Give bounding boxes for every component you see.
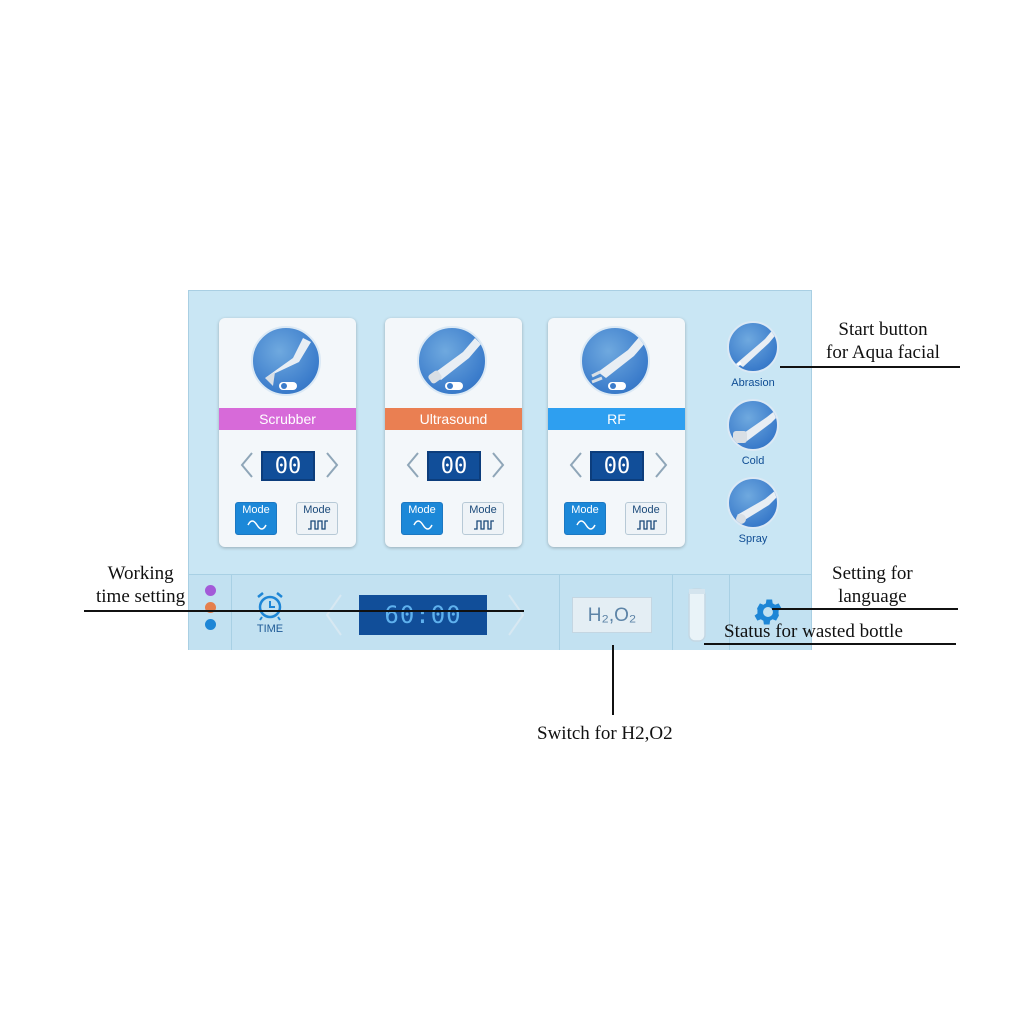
card-label-ultrasound: Ultrasound: [385, 408, 522, 430]
divider: [231, 575, 232, 650]
mode-label: Mode: [408, 504, 436, 516]
abrasion-button[interactable]: Abrasion: [723, 321, 783, 396]
gear-icon[interactable]: [751, 595, 785, 629]
divider: [672, 575, 673, 650]
status-dot-blue: [205, 619, 216, 630]
rf-handpiece-icon: [591, 336, 646, 390]
status-dot-orange: [205, 602, 216, 613]
mode-label: Mode: [303, 504, 331, 516]
rf-level-display: 00: [590, 451, 644, 481]
treatment-card-rf: RF 00 Mode Mode: [548, 318, 685, 547]
mode-wave-button[interactable]: Mode: [401, 502, 443, 535]
ultrasound-handpiece-icon: [428, 338, 481, 390]
mode-wave-button[interactable]: Mode: [235, 502, 277, 535]
annotation-leader-line: [612, 645, 614, 715]
scrubber-handpiece-icon: [265, 338, 311, 390]
decrement-arrow-icon[interactable]: [237, 450, 257, 480]
mode-wave-button[interactable]: Mode: [564, 502, 606, 535]
spray-handpiece-icon: [727, 477, 779, 529]
spray-label: Spray: [738, 533, 768, 545]
increment-arrow-icon[interactable]: [651, 450, 671, 480]
ultrasound-level-display: 00: [427, 451, 481, 481]
waste-bottle-icon: [688, 588, 706, 642]
scrubber-level-display: 00: [261, 451, 315, 481]
cold-button[interactable]: Cold: [723, 399, 783, 474]
time-decrement-arrow-icon[interactable]: [323, 593, 345, 637]
bottom-status-bar: TIME 60:00 H₂,O₂: [189, 574, 811, 650]
scrubber-handpiece-button[interactable]: [251, 326, 321, 396]
increment-arrow-icon[interactable]: [488, 450, 508, 480]
annotation-working-time: Working time setting: [96, 563, 186, 607]
ultrasound-handpiece-button[interactable]: [417, 326, 487, 396]
status-dot-purple: [205, 585, 216, 596]
time-increment-arrow-icon[interactable]: [505, 593, 527, 637]
decrement-arrow-icon[interactable]: [566, 450, 586, 480]
sine-wave-icon: [576, 520, 596, 530]
sine-wave-icon: [247, 520, 267, 530]
h2o2-switch-button[interactable]: H₂,O₂: [572, 597, 652, 633]
time-setting-button[interactable]: TIME: [253, 589, 287, 639]
alarm-clock-icon: [257, 592, 283, 621]
annotation-leader-line: [772, 608, 958, 610]
working-time-display: 60:00: [359, 595, 487, 635]
pulse-wave-icon: [637, 520, 657, 530]
divider: [729, 575, 730, 650]
annotation-language: Setting for language: [832, 563, 913, 607]
abrasion-handpiece-icon: [727, 321, 779, 373]
sine-wave-icon: [413, 520, 433, 530]
cold-label: Cold: [741, 455, 765, 467]
annotation-leader-line: [84, 610, 524, 612]
mode-label: Mode: [571, 504, 599, 516]
device-screen: Scrubber 00 Mode Mode Ultrasound 00 Mode: [188, 290, 812, 650]
divider: [559, 575, 560, 650]
mode-label: Mode: [469, 504, 497, 516]
abrasion-label: Abrasion: [731, 377, 775, 389]
pulse-wave-icon: [308, 520, 328, 530]
annotation-start-button: Start button for Aqua facial: [826, 319, 940, 363]
card-label-rf: RF: [548, 408, 685, 430]
time-label: TIME: [256, 623, 284, 635]
treatment-card-ultrasound: Ultrasound 00 Mode Mode: [385, 318, 522, 547]
card-label-scrubber: Scrubber: [219, 408, 356, 430]
mode-pulse-button[interactable]: Mode: [296, 502, 338, 535]
treatment-card-scrubber: Scrubber 00 Mode Mode: [219, 318, 356, 547]
mode-pulse-button[interactable]: Mode: [625, 502, 667, 535]
increment-arrow-icon[interactable]: [322, 450, 342, 480]
annotation-leader-line: [780, 366, 960, 368]
annotation-leader-line: [704, 643, 956, 645]
mode-label: Mode: [632, 504, 660, 516]
spray-button[interactable]: Spray: [723, 477, 783, 552]
mode-label: Mode: [242, 504, 270, 516]
rf-handpiece-button[interactable]: [580, 326, 650, 396]
annotation-switch: Switch for H2,O2: [537, 723, 673, 744]
mode-pulse-button[interactable]: Mode: [462, 502, 504, 535]
annotation-bottle: Status for wasted bottle: [724, 621, 903, 642]
decrement-arrow-icon[interactable]: [403, 450, 423, 480]
pulse-wave-icon: [474, 520, 494, 530]
cold-handpiece-icon: [727, 399, 779, 451]
